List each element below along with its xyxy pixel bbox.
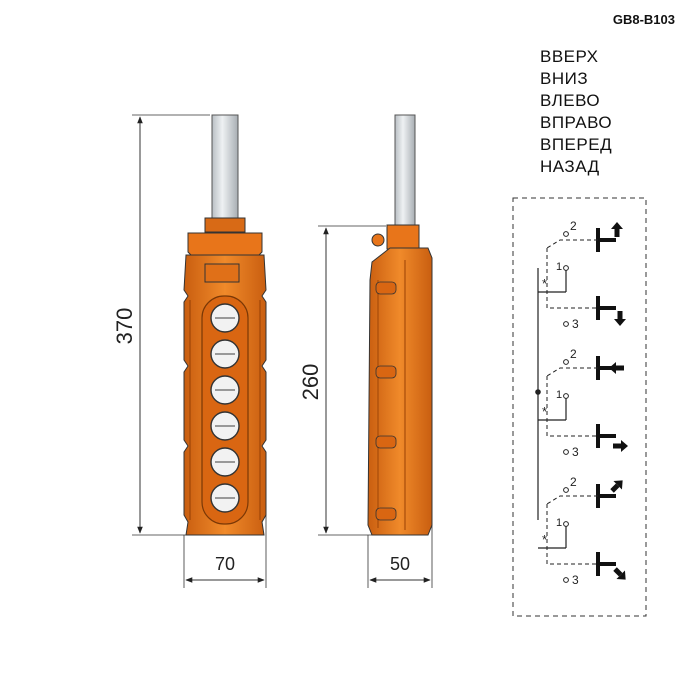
side-neck bbox=[386, 224, 420, 250]
up-right-arrow-icon bbox=[610, 480, 623, 493]
mechanical-link bbox=[546, 504, 598, 565]
interlock-mark: * bbox=[542, 276, 547, 291]
front-neck bbox=[204, 217, 246, 233]
arrow-head bbox=[621, 440, 628, 452]
terminal-contact bbox=[563, 449, 569, 455]
arrow-shaft bbox=[614, 229, 620, 237]
left-arrow-icon bbox=[609, 362, 624, 374]
side-shaft bbox=[394, 114, 416, 228]
side-bump bbox=[375, 281, 397, 295]
arrow-shaft bbox=[617, 311, 623, 319]
direction-label: ВЛЕВО bbox=[540, 91, 601, 110]
direction-label: НАЗАД bbox=[540, 157, 600, 176]
terminal-label: 3 bbox=[572, 445, 579, 459]
arrow-shaft bbox=[613, 567, 623, 577]
down-right-arrow-icon bbox=[613, 567, 626, 580]
up-arrow-icon bbox=[611, 222, 623, 237]
terminal-label: 1 bbox=[556, 517, 562, 529]
front-head bbox=[187, 232, 263, 259]
pushbutton-symbol bbox=[596, 424, 616, 448]
arrow-shaft bbox=[610, 483, 620, 493]
side-height-label: 260 bbox=[298, 364, 323, 401]
mechanical-link bbox=[546, 248, 598, 309]
terminal-contact bbox=[563, 487, 569, 493]
side-hinge bbox=[371, 233, 385, 247]
front-label-window bbox=[204, 263, 240, 283]
interlock-mark: * bbox=[542, 404, 547, 419]
direction-label: ВВЕРХ bbox=[540, 47, 599, 66]
contact-group: 2 1 3 * bbox=[538, 475, 626, 587]
wiring-schematic bbox=[512, 197, 647, 617]
model-code: GB8-B103 bbox=[612, 12, 675, 27]
front-view: 370 70 bbox=[112, 114, 267, 588]
terminal-label: 1 bbox=[556, 389, 562, 401]
front-buttons bbox=[210, 303, 240, 513]
front-width-label: 70 bbox=[215, 554, 235, 574]
push-button bbox=[210, 411, 240, 441]
interlock-mark: * bbox=[542, 532, 547, 547]
pushbutton-symbol bbox=[596, 228, 616, 252]
front-shaft bbox=[211, 114, 239, 221]
side-width-label: 50 bbox=[390, 554, 410, 574]
push-button bbox=[210, 339, 240, 369]
mechanical-link bbox=[546, 239, 598, 249]
right-arrow-icon bbox=[613, 440, 628, 452]
mechanical-link bbox=[546, 367, 598, 377]
front-height-label: 370 bbox=[112, 308, 137, 345]
push-button bbox=[210, 447, 240, 477]
schematic-frame bbox=[512, 197, 647, 617]
pushbutton-symbol bbox=[596, 296, 616, 320]
terminal-label: 2 bbox=[570, 219, 577, 233]
arrow-shaft bbox=[613, 443, 621, 449]
contact-group: 2 1 3 * bbox=[538, 219, 626, 331]
mechanical-link bbox=[546, 495, 598, 505]
side-body bbox=[367, 247, 433, 536]
terminal-contact bbox=[563, 359, 569, 365]
side-bump bbox=[375, 435, 397, 449]
side-bump bbox=[375, 365, 397, 379]
push-button bbox=[210, 483, 240, 513]
arrow-head bbox=[616, 570, 626, 580]
arrow-shaft bbox=[616, 365, 624, 371]
push-button bbox=[210, 303, 240, 333]
down-arrow-icon bbox=[614, 311, 626, 326]
terminal-contact bbox=[563, 393, 569, 399]
pushbutton-symbol bbox=[596, 552, 616, 576]
terminal-contact bbox=[563, 231, 569, 237]
direction-label: ВПЕРЕД bbox=[540, 135, 613, 154]
terminal-label: 3 bbox=[572, 573, 579, 587]
mechanical-link bbox=[546, 376, 598, 437]
arrow-head bbox=[614, 319, 626, 326]
side-bump bbox=[375, 507, 397, 521]
schematic-groups: 2 1 3 * 2 1 3 * 2 1 3 * bbox=[538, 219, 628, 587]
terminal-label: 1 bbox=[556, 261, 562, 273]
terminal-label: 2 bbox=[570, 347, 577, 361]
bus-junction bbox=[535, 389, 541, 395]
terminal-contact bbox=[563, 521, 569, 527]
direction-list: ВВЕРХ ВНИЗ ВЛЕВО ВПРАВО ВПЕРЕД НАЗАД bbox=[540, 46, 612, 178]
arrow-head bbox=[613, 480, 623, 490]
arrow-head bbox=[609, 362, 616, 374]
terminal-contact bbox=[563, 577, 569, 583]
terminal-contact bbox=[563, 265, 569, 271]
direction-label: ВНИЗ bbox=[540, 69, 589, 88]
terminal-label: 2 bbox=[570, 475, 577, 489]
side-view: 260 50 bbox=[298, 114, 433, 588]
push-button bbox=[210, 375, 240, 405]
direction-label: ВПРАВО bbox=[540, 113, 613, 132]
terminal-contact bbox=[563, 321, 569, 327]
contact-group: 2 1 3 * bbox=[538, 347, 628, 459]
arrow-head bbox=[611, 222, 623, 229]
terminal-label: 3 bbox=[572, 317, 579, 331]
